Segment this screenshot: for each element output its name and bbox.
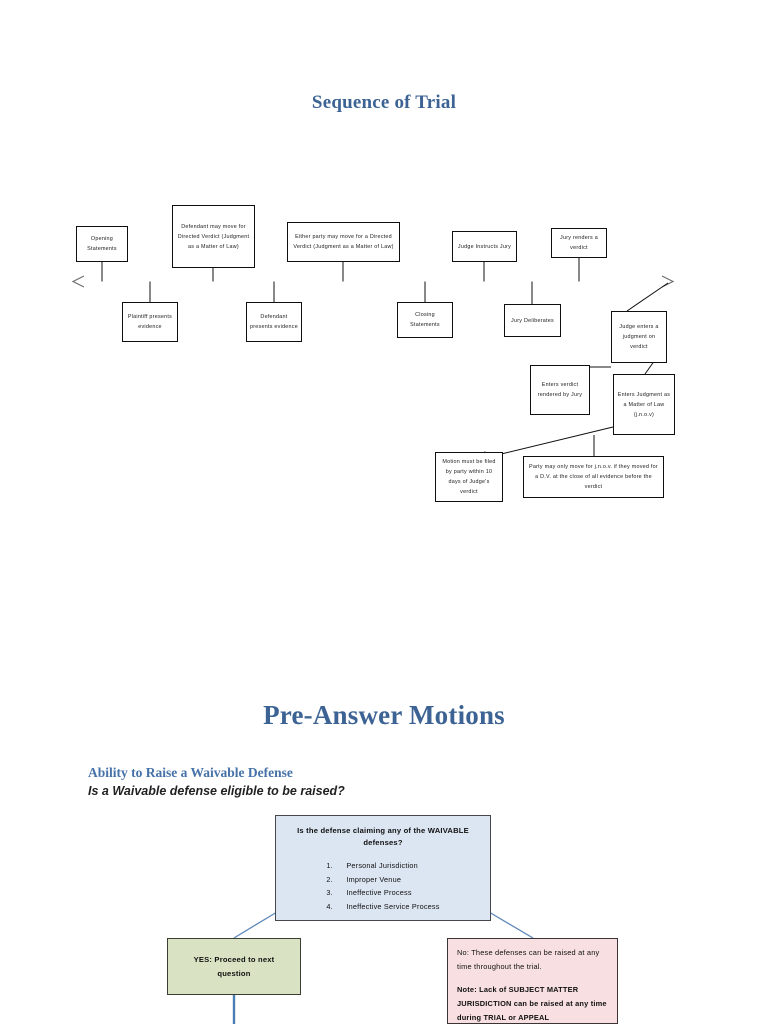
timeline-box-label: Judge Instructs Jury — [457, 243, 512, 250]
list-item-label: Ineffective Process — [346, 888, 412, 898]
list-item: 1. Personal Jurisdiction — [326, 859, 439, 872]
page-title-pre-answer-motions: Pre-Answer Motions — [263, 700, 505, 730]
decision-box-yes-label: YES: Proceed to next question — [193, 955, 275, 978]
list-item: 2. Improper Venue — [326, 873, 439, 886]
timeline-box-enters-judgment-jnov: Enters Judgment as a Matter of Law (j.n.… — [613, 374, 675, 435]
decision-box-yes-proceed: YES: Proceed to next question — [167, 938, 301, 995]
timeline-box-opening-statements: Opening Statements — [76, 226, 128, 262]
page-title-sequence-of-trial: Sequence of Trial — [311, 92, 457, 113]
list-item-label: Personal Jurisdiction — [346, 861, 418, 871]
timeline-box-judge-enters-judgment: Judge enters a judgment on verdict — [611, 311, 667, 363]
list-item: 3. Ineffective Process — [326, 886, 439, 899]
timeline-box-label: Defendant presents evidence — [250, 314, 299, 330]
list-item-number: 1. — [326, 861, 333, 871]
timeline-box-label: Judge enters a judgment on verdict — [619, 324, 659, 350]
timeline-box-jury-deliberates: Jury Deliberates — [504, 304, 561, 337]
list-item-label: Improper Venue — [346, 874, 402, 884]
sub-subheading-waivable-defense-question: Is a Waivable defense eligible to be rai… — [88, 784, 345, 798]
no-box-line-2: Note: Lack of SUBJECT MATTER JURISDICTIO… — [457, 983, 608, 1025]
decision-box-no-defenses-raised-anytime: No: These defenses can be raised at any … — [447, 938, 618, 1024]
timeline-box-plaintiff-presents-evidence: Plaintiff presents evidence — [122, 302, 178, 342]
timeline-box-enters-verdict-rendered-by-jury: Enters verdict rendered by Jury — [530, 365, 590, 415]
timeline-box-defendant-directed-verdict: Defendant may move for Directed Verdict … — [172, 205, 255, 268]
timeline-box-label: Defendant may move for Directed Verdict … — [177, 223, 250, 250]
timeline-box-label: Enters verdict rendered by Jury — [537, 382, 583, 398]
no-box-note-body: Lack of SUBJECT MATTER JURISDICTION can … — [457, 985, 607, 1023]
timeline-box-judge-instructs-jury: Judge Instructs Jury — [452, 231, 517, 262]
timeline-box-label: Jury renders a verdict — [560, 235, 598, 251]
timeline-box-either-party-directed-verdict: Either party may move for a Directed Ver… — [287, 222, 400, 262]
timeline-box-label: Jury Deliberates — [511, 317, 554, 324]
timeline-box-label: Plaintiff presents evidence — [127, 314, 173, 330]
no-box-note-prefix: Note: — [457, 985, 477, 995]
subheading-ability-to-raise-waivable-defense: Ability to Raise a Waivable Defense — [88, 765, 293, 780]
decision-box-heading: Is the defense claiming any of the WAIVA… — [297, 826, 469, 848]
list-item-number: 4. — [326, 901, 333, 911]
no-box-line-1: No: These defenses can be raised at any … — [457, 948, 600, 972]
timeline-box-label: Motion must be filed by party within 10 … — [442, 459, 496, 495]
list-item-number: 2. — [326, 874, 333, 884]
timeline-box-motion-filing-deadline: Motion must be filed by party within 10 … — [435, 452, 503, 502]
timeline-box-label: Opening Statements — [87, 236, 117, 252]
list-item-number: 3. — [326, 888, 333, 898]
timeline-box-label: Party may only move for j.n.o.v. if they… — [529, 464, 658, 490]
decision-box-waivable-defenses-question: Is the defense claiming any of the WAIVA… — [275, 815, 491, 921]
timeline-box-defendant-presents-evidence: Defendant presents evidence — [246, 302, 302, 342]
timeline-box-label: Either party may move for a Directed Ver… — [293, 234, 394, 250]
timeline-box-jnov-precondition: Party may only move for j.n.o.v. if they… — [523, 456, 664, 498]
list-item: 4. Ineffective Service Process — [326, 900, 439, 913]
list-item-label: Ineffective Service Process — [346, 901, 440, 911]
waivable-defenses-list: 1. Personal Jurisdiction 2. Improper Ven… — [326, 859, 439, 913]
timeline-box-closing-statements: Closing Statements — [397, 302, 453, 338]
timeline-box-label: Enters Judgment as a Matter of Law (j.n.… — [617, 391, 671, 418]
timeline-box-jury-renders-verdict: Jury renders a verdict — [551, 228, 607, 258]
timeline-box-label: Closing Statements — [410, 312, 440, 328]
